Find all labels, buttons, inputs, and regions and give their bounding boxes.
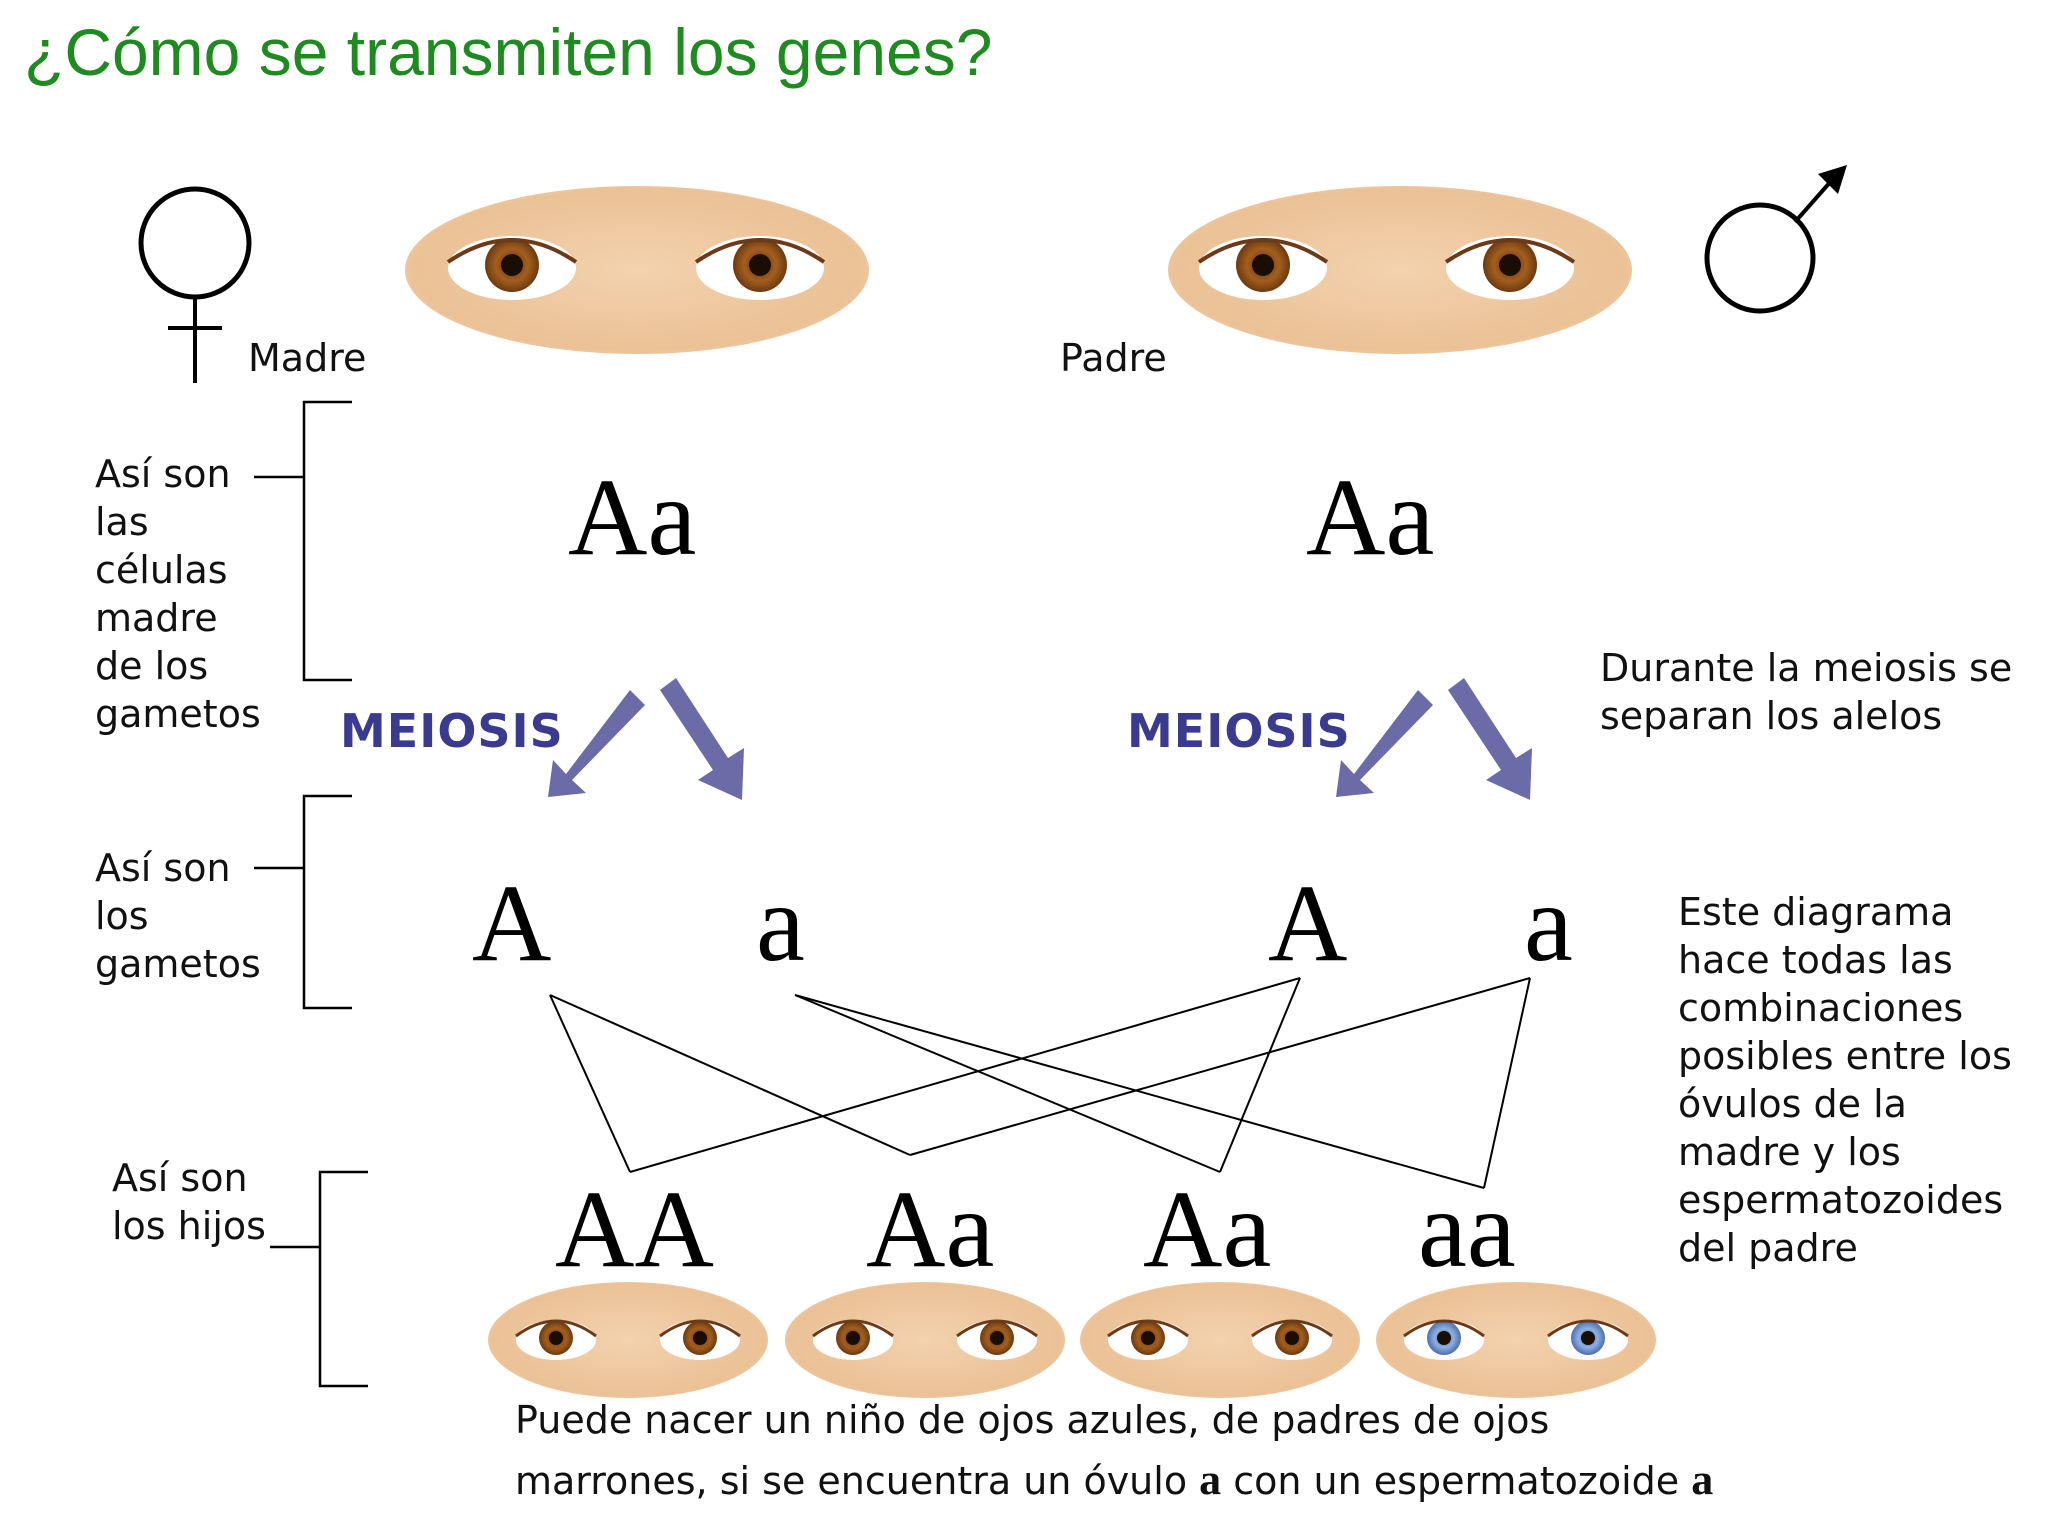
bracket-children	[270, 1170, 368, 1388]
allele-a-ovum: a	[1199, 1455, 1222, 1504]
child-genotype-4: aa	[1418, 1168, 1516, 1290]
meiosis-arrows-mother	[548, 678, 744, 800]
gametes-label: Así son los gametos	[95, 846, 261, 986]
stem-cells-label: Así son las células madre de los gametos	[95, 452, 261, 736]
bracket-gametes	[254, 794, 352, 1010]
child-eyes-3	[1080, 1282, 1360, 1398]
children-eyes	[488, 1282, 1656, 1398]
bottom-note-line2-pre: marrones, si se encuentra un óvulo	[515, 1459, 1200, 1503]
mother-gamete-a: a	[756, 862, 805, 984]
father-gamete-a: a	[1524, 862, 1573, 984]
bracket-stem-cells	[254, 400, 352, 682]
father-genotype: Aa	[1306, 456, 1435, 578]
child-genotype-3: Aa	[1143, 1168, 1272, 1290]
meiosis-arrows-father	[1336, 678, 1532, 800]
bottom-note-line2-mid: con un espermatozoide	[1221, 1459, 1692, 1503]
father-label: Padre	[1060, 336, 1167, 380]
father-gamete-A: A	[1268, 862, 1348, 984]
meiosis-note: Durante la meiosis se separan los alelos	[1600, 646, 2013, 738]
child-eyes-4	[1376, 1282, 1656, 1398]
diagram-note: Este diagrama hace todas las combinacion…	[1678, 890, 2012, 1270]
male-symbol-icon	[1704, 165, 1847, 314]
female-symbol-icon	[138, 186, 252, 383]
combination-lines	[549, 977, 1531, 1189]
children-label: Así son los hijos	[112, 1156, 266, 1248]
child-genotype-1: AA	[555, 1168, 714, 1290]
bottom-note-line1: Puede nacer un niño de ojos azules, de p…	[515, 1398, 1550, 1442]
child-genotype-2: Aa	[866, 1168, 995, 1290]
mother-genotype: Aa	[568, 456, 697, 578]
child-eyes-2	[785, 1282, 1065, 1398]
mother-gamete-A: A	[472, 862, 552, 984]
page-title: ¿Cómo se transmiten los genes?	[24, 15, 993, 89]
allele-a-sperm: a	[1691, 1455, 1714, 1504]
bottom-note-line2: marrones, si se encuentra un óvulo a con…	[515, 1450, 1713, 1511]
mother-eyes-image	[405, 186, 869, 354]
mother-label: Madre	[248, 336, 367, 380]
meiosis-label-father: MEIOSIS	[1127, 704, 1351, 758]
child-eyes-1	[488, 1282, 768, 1398]
bottom-note: Puede nacer un niño de ojos azules, de p…	[515, 1390, 1713, 1511]
father-eyes-image	[1168, 186, 1632, 354]
meiosis-label-mother: MEIOSIS	[340, 704, 564, 758]
